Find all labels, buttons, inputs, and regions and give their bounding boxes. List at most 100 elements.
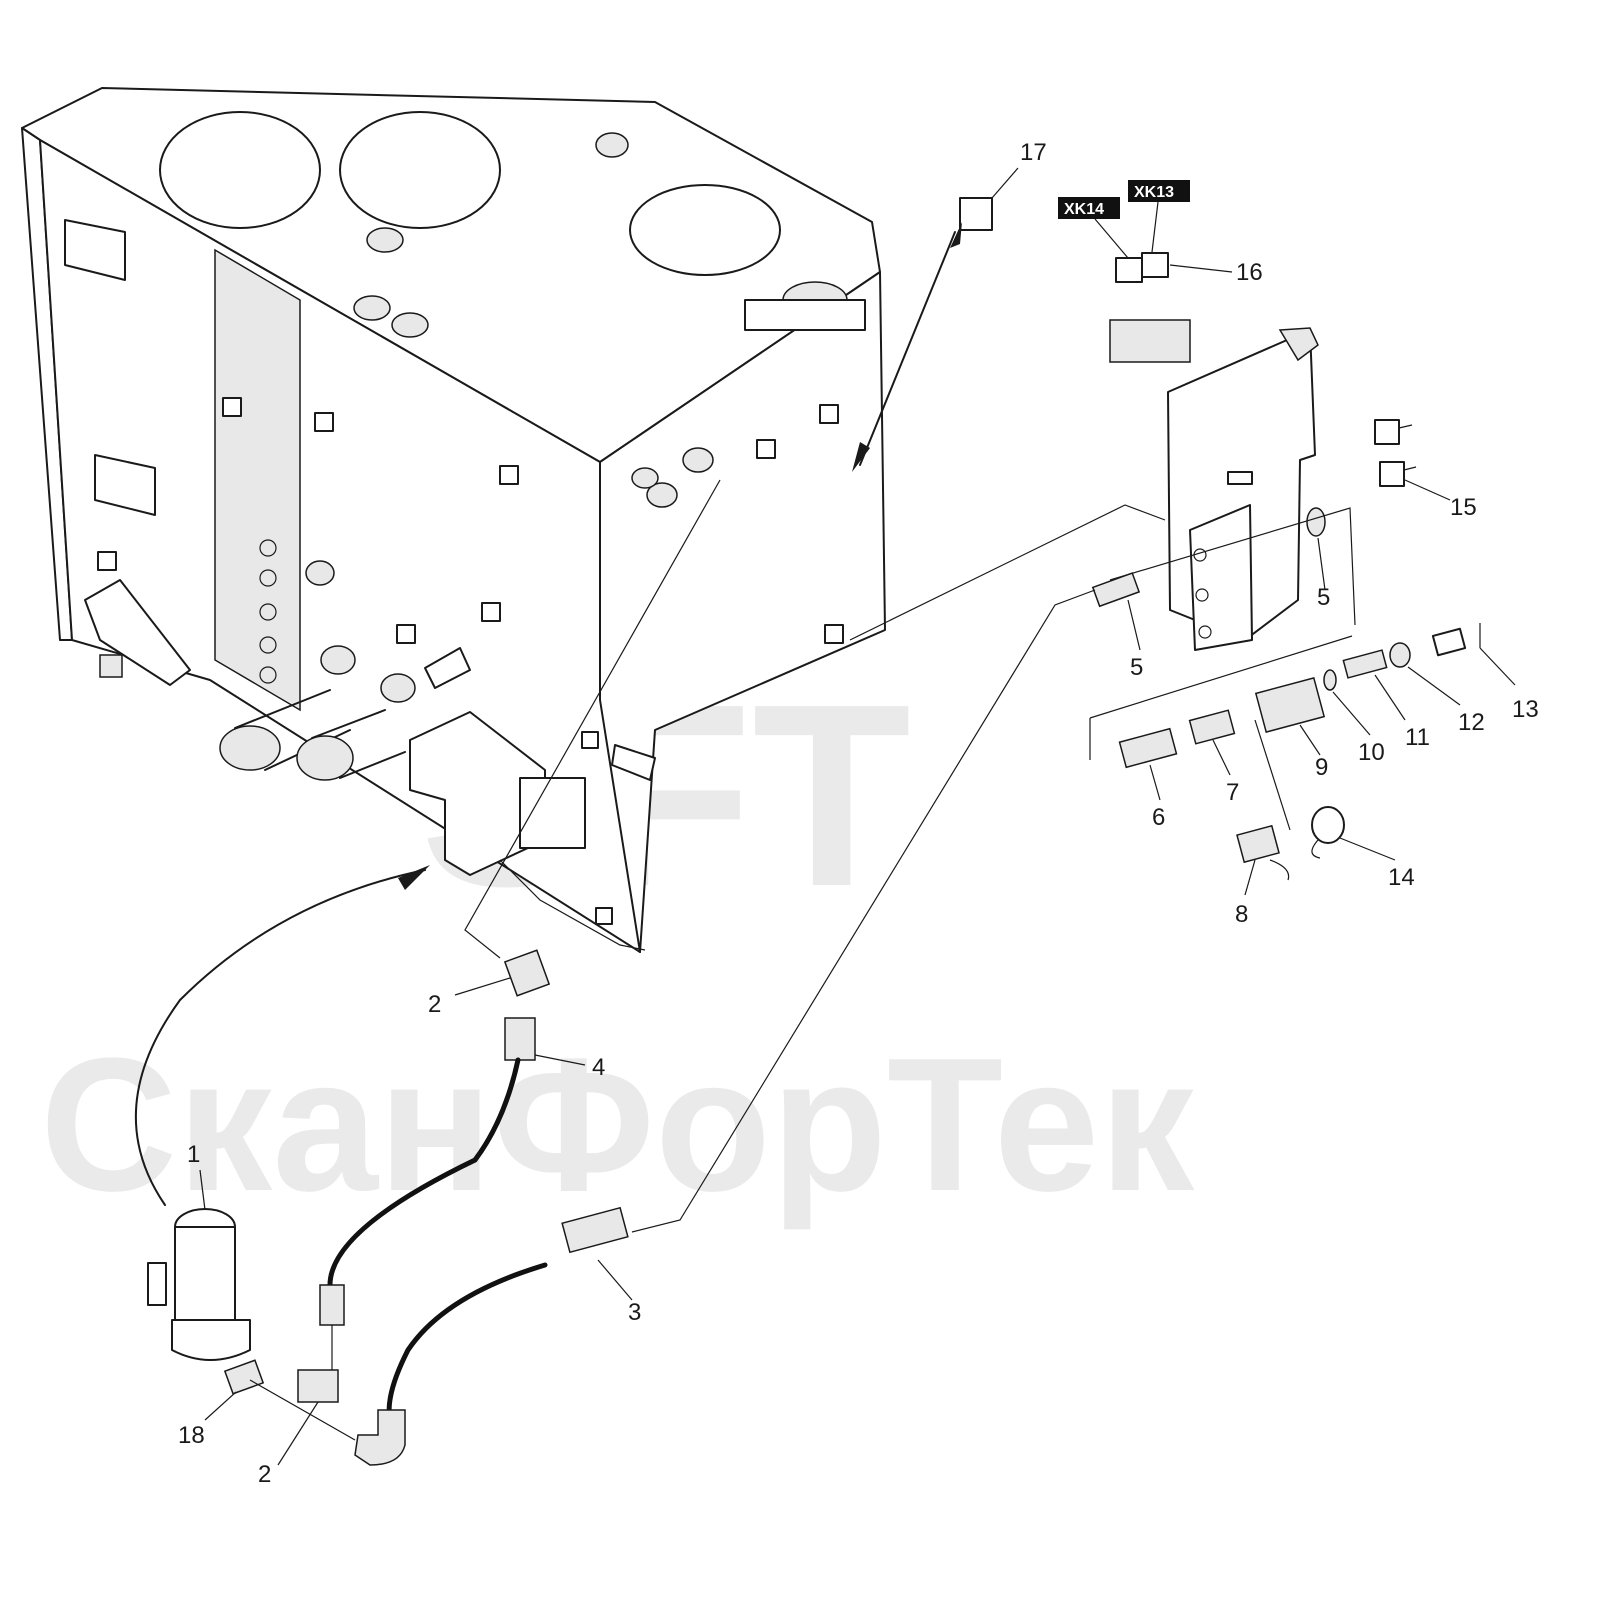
left-bracket-mid bbox=[94, 454, 156, 516]
cap-14-strap bbox=[1311, 839, 1321, 859]
stud-5 bbox=[396, 624, 416, 644]
frame-5 bbox=[1109, 507, 1356, 626]
callout-3: 3 bbox=[628, 1299, 641, 1326]
foot-bolt bbox=[99, 654, 123, 678]
callout-2-lower: 2 bbox=[258, 1461, 271, 1488]
arrow-17-head-top bbox=[950, 222, 962, 248]
stud-8 bbox=[824, 624, 844, 644]
callout-9: 9 bbox=[1315, 754, 1328, 781]
leader-6 bbox=[1149, 764, 1161, 801]
hose-4-fitting-top bbox=[504, 1017, 536, 1061]
callout-10: 10 bbox=[1358, 739, 1385, 766]
leader-xk14 bbox=[1094, 218, 1129, 259]
small-clip bbox=[424, 647, 471, 689]
leader-18-long bbox=[249, 1379, 356, 1441]
relay-xk14 bbox=[1115, 257, 1143, 283]
tag-xk14: XK14 bbox=[1064, 201, 1104, 218]
boss-2 bbox=[391, 312, 429, 338]
leader-3-long bbox=[631, 589, 1096, 1233]
bracket-hole-3 bbox=[1198, 625, 1212, 639]
channel-hole-2 bbox=[259, 569, 277, 587]
item-17 bbox=[852, 167, 1019, 472]
callout-13: 13 bbox=[1512, 696, 1539, 723]
filter-mount-plate bbox=[409, 711, 546, 876]
tank-opening-left bbox=[159, 111, 321, 229]
callout-2-upper: 2 bbox=[428, 991, 441, 1018]
leader-9 bbox=[1299, 724, 1321, 756]
leader-mount bbox=[499, 859, 646, 951]
stud-9 bbox=[97, 551, 117, 571]
stud-10 bbox=[581, 731, 599, 749]
leader-16 bbox=[1169, 264, 1233, 273]
barb-11 bbox=[1342, 649, 1388, 679]
leader-18 bbox=[204, 1391, 237, 1421]
fitting-18 bbox=[223, 1359, 265, 1395]
elbow-2-upper bbox=[503, 949, 551, 997]
outlet-tube-2-body bbox=[311, 709, 406, 779]
channel-hole-4 bbox=[259, 636, 277, 654]
leader-lines bbox=[199, 264, 1516, 1466]
callout-12: 12 bbox=[1458, 709, 1485, 736]
tank-assembly bbox=[21, 87, 886, 953]
filter-mount-flange bbox=[519, 777, 586, 849]
stud-1 bbox=[222, 397, 242, 417]
leader-5b bbox=[1317, 537, 1326, 591]
leader-14 bbox=[1339, 837, 1396, 861]
arrow-1 bbox=[134, 865, 430, 1206]
filter-assembly bbox=[147, 949, 629, 1466]
boss-4 bbox=[595, 132, 629, 158]
tube-13 bbox=[1431, 627, 1467, 657]
channel-hole-5 bbox=[259, 666, 277, 684]
nipple-5 bbox=[1091, 572, 1141, 608]
panel-lock bbox=[1278, 327, 1319, 362]
tank-channel bbox=[214, 248, 301, 712]
stub-1 bbox=[320, 645, 356, 675]
leader-2b bbox=[277, 1401, 319, 1466]
filter-bracket bbox=[147, 1262, 167, 1306]
switch-1 bbox=[1374, 419, 1400, 445]
callout-1: 1 bbox=[187, 1141, 200, 1168]
leader-13 bbox=[1479, 647, 1516, 686]
filter-head bbox=[171, 1319, 251, 1361]
hose-3-elbow bbox=[354, 1409, 406, 1466]
callout-15: 15 bbox=[1450, 494, 1477, 521]
panel-slot bbox=[1227, 471, 1253, 485]
callout-18: 18 bbox=[178, 1422, 205, 1449]
callout-5-left: 5 bbox=[1130, 654, 1143, 681]
callout-16: 16 bbox=[1236, 259, 1263, 286]
watermark-brand: СканФорТек bbox=[40, 1019, 1195, 1231]
hose-4 bbox=[327, 1057, 521, 1288]
adapter-6 bbox=[1118, 727, 1178, 769]
leader-8 bbox=[1244, 859, 1256, 896]
coupling-frame bbox=[1089, 623, 1481, 760]
outlet-tube-2 bbox=[296, 735, 354, 781]
leader-5a bbox=[1127, 599, 1141, 651]
panel-bracket bbox=[1189, 504, 1253, 651]
leader-2a bbox=[454, 977, 511, 996]
port-2 bbox=[646, 482, 678, 508]
port-3 bbox=[631, 467, 659, 489]
leader-6-9 bbox=[1254, 719, 1291, 831]
cap-8-strap bbox=[1269, 859, 1290, 881]
lower-clip bbox=[611, 744, 656, 781]
stub-2 bbox=[380, 673, 416, 703]
callout-5-right: 5 bbox=[1317, 584, 1330, 611]
stud-3 bbox=[499, 465, 519, 485]
elbow-2-lower bbox=[297, 1369, 339, 1403]
channel-hole-3 bbox=[259, 603, 277, 621]
arrow-17-line bbox=[859, 231, 956, 466]
oring-10 bbox=[1323, 669, 1337, 691]
callouts: 1 2 2 3 4 5 5 6 7 8 9 10 11 12 13 14 15 … bbox=[178, 139, 1539, 1488]
stud-4 bbox=[481, 602, 501, 622]
relay-base bbox=[1109, 319, 1191, 363]
connector-tags: XK14 XK13 bbox=[1058, 180, 1190, 259]
stud-6 bbox=[756, 439, 776, 459]
port-1 bbox=[682, 447, 714, 473]
outlet-tube-1 bbox=[219, 725, 281, 771]
tank-foot bbox=[84, 579, 191, 686]
coupling-9 bbox=[1254, 676, 1326, 734]
callout-7: 7 bbox=[1226, 779, 1239, 806]
tag-xk13-bg bbox=[1128, 180, 1190, 202]
callout-14: 14 bbox=[1388, 864, 1415, 891]
tank-right-face bbox=[599, 271, 886, 953]
